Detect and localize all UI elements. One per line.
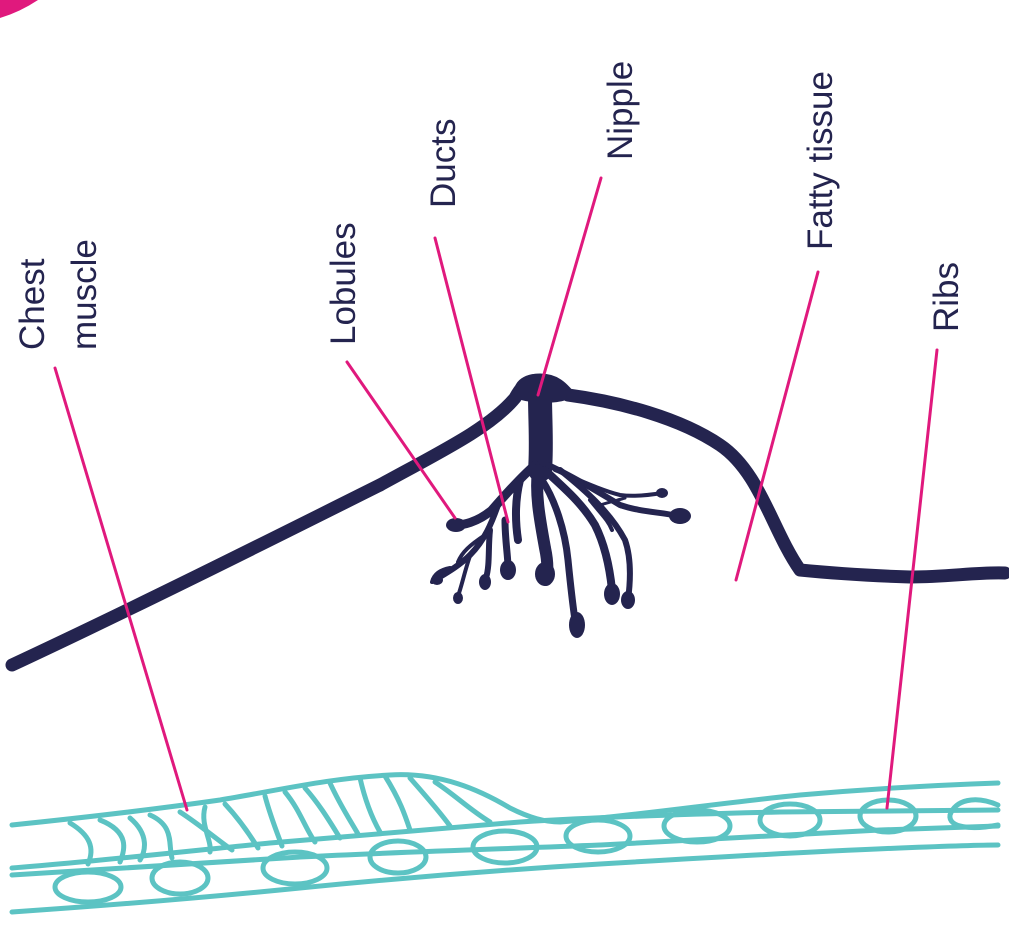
lobule (604, 583, 620, 605)
lobule (569, 612, 585, 638)
lobule (453, 592, 463, 604)
nipple-leader (538, 178, 601, 395)
rib (760, 804, 820, 836)
chest-muscle-label-line1: Chest (13, 258, 52, 350)
ducts-label: Ducts (424, 119, 463, 208)
fatty-tissue-label: Fatty tissue (801, 71, 840, 250)
lobule (446, 518, 466, 532)
lobule (431, 575, 443, 585)
chest-muscle-label-line2: muscle (65, 239, 104, 350)
ducts-leader (435, 238, 508, 522)
nipple-label: Nipple (601, 61, 640, 160)
corner-accent (0, 0, 38, 18)
lobule (535, 562, 555, 586)
lobule (656, 488, 668, 498)
lobule (479, 574, 491, 590)
chest-wall (12, 775, 998, 912)
ribs-label: Ribs (927, 262, 966, 332)
lobule (621, 591, 635, 609)
muscle-top-edge (12, 775, 998, 825)
rib (950, 800, 998, 828)
rib (370, 841, 426, 873)
lobule (500, 560, 516, 580)
rib (55, 872, 121, 902)
leader-lines (55, 178, 937, 810)
lobules-label: Lobules (324, 222, 363, 345)
lobule (669, 508, 691, 524)
